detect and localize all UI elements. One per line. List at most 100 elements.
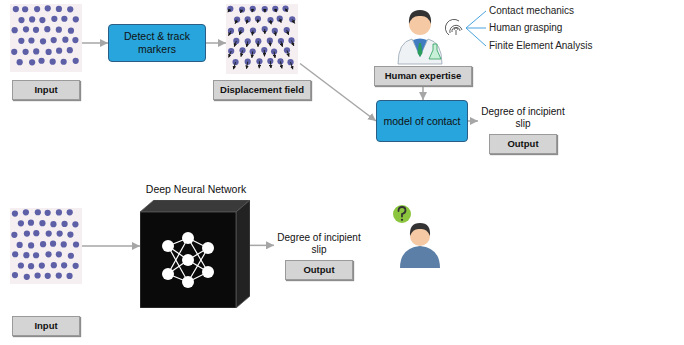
displacement-arrow [292, 19, 294, 23]
caption-box: Input [12, 80, 80, 100]
marker-dot [40, 38, 46, 44]
caption-box: Displacement field [213, 80, 311, 100]
marker-dot [22, 6, 28, 12]
labelled-panel: Degree of incipient slipOutput [478, 106, 568, 154]
displacement-arrow [241, 50, 243, 56]
displacement-arrow [252, 9, 254, 12]
displacement-arrow [287, 30, 289, 35]
marker-dot [56, 48, 62, 54]
caption-box: Output [285, 260, 353, 280]
process-box: Human expertise [374, 66, 472, 86]
marker-dot [34, 6, 40, 12]
displacement-arrow [252, 31, 254, 36]
caption-text: Input [19, 84, 73, 96]
marker-dot [67, 231, 73, 237]
network-neuron [162, 268, 174, 280]
network-icon [162, 232, 214, 288]
marker-dot [72, 37, 78, 43]
displacement-arrows [228, 9, 295, 70]
arrow-connector [250, 245, 274, 247]
marker-dot [56, 209, 62, 215]
marker-dot [51, 16, 57, 22]
marker-dot [39, 220, 45, 226]
marker-dot [245, 16, 251, 22]
arrow-connector [422, 86, 424, 100]
process-box: model of contact [376, 100, 468, 142]
network-cube [140, 200, 250, 308]
marker-dot [239, 6, 245, 12]
marker-dot [262, 6, 268, 12]
displacement-arrow [234, 41, 236, 47]
marker-dot [250, 6, 256, 12]
displacement-arrow [229, 51, 231, 57]
marker-dot [29, 59, 35, 65]
displacement-arrow [259, 61, 260, 68]
marker-dot [18, 17, 24, 23]
caption-text: Displacement field [220, 84, 304, 96]
marker-dot [40, 241, 46, 247]
marker-dot [28, 37, 34, 43]
marker-dot [277, 16, 283, 22]
arrow-connector [468, 120, 478, 122]
marker-dot [17, 242, 23, 248]
marker-dot [12, 272, 18, 278]
displacement-arrow [258, 41, 259, 47]
annotation-label: Finite Element Analysis [489, 40, 592, 52]
caption-text: Output [292, 264, 346, 276]
marker-dot [56, 251, 62, 257]
marker-dot [66, 273, 72, 279]
marker-dot [18, 262, 24, 268]
displacement-arrow [270, 20, 272, 24]
marker-dot [68, 253, 74, 259]
displacement-arrow [270, 61, 272, 68]
marker-dot [11, 232, 17, 238]
marker-dot [12, 27, 18, 33]
marker-dot [35, 209, 41, 215]
marker-dot [68, 28, 74, 34]
displacement-arrow [286, 9, 288, 12]
marker-dot [23, 252, 29, 258]
displacement-arrow [275, 31, 276, 36]
marker-dots [227, 5, 295, 65]
labelled-panel: Input [10, 4, 82, 100]
marker-dot [46, 231, 52, 237]
marker-dot [67, 6, 73, 12]
displacement-arrow [229, 31, 231, 36]
marker-dots [11, 209, 79, 280]
marker-dot [56, 6, 62, 12]
caption-box: Input [12, 316, 80, 336]
marker-dot [56, 27, 62, 33]
marker-dot [234, 17, 240, 23]
marker-dot [44, 26, 50, 32]
displacement-arrow [280, 19, 281, 23]
displacement-arrow [264, 50, 265, 56]
network-neuron [182, 254, 194, 266]
caption-text: Input [19, 320, 73, 332]
marker-dot [228, 48, 234, 54]
labelled-panel: Degree of incipient slipOutput [274, 232, 364, 280]
network-neuron [202, 266, 214, 278]
marker-dot [61, 262, 67, 268]
marker-dot [73, 16, 79, 22]
cube-front [140, 212, 236, 308]
displacement-arrow [264, 9, 265, 12]
marker-dot [23, 209, 29, 215]
arrow-connector [82, 42, 108, 44]
labelled-panel: Displacement field [212, 4, 312, 100]
displacement-arrow [247, 19, 248, 23]
marker-dot [28, 263, 34, 269]
marker-dot [28, 242, 34, 248]
output-heading: Degree of incipient slip [274, 232, 364, 256]
marker-dot [289, 16, 295, 22]
marker-dot [23, 49, 29, 55]
marker-dot [45, 273, 51, 279]
cube-top [140, 200, 250, 212]
displacement-arrow [264, 29, 265, 34]
marker-dot [50, 59, 56, 65]
displacement-arrow [247, 62, 248, 69]
box-text: Human expertise [381, 70, 465, 82]
marker-dot [11, 49, 17, 55]
annotation-label: Contact mechanics [489, 5, 574, 17]
